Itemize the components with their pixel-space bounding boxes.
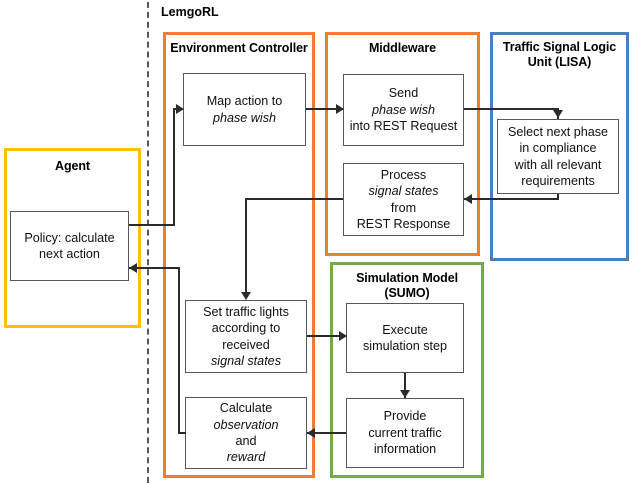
box-set-lights-line4: signal states	[210, 353, 281, 368]
box-policy-line1: Policy: calculate	[24, 230, 115, 245]
box-calculate-line2-tail: and	[235, 434, 257, 448]
arrow-into-set-traffic-lights	[241, 292, 251, 300]
arrow-into-send	[336, 104, 344, 114]
group-lisa-title-line1: Traffic Signal	[502, 40, 580, 54]
connector-calculate-to-policy-h2	[129, 267, 179, 269]
box-send-phase-wish-into-rest-request[interactable]: Send phase wish into REST Request	[343, 74, 464, 146]
box-execute-line1: Execute	[382, 322, 428, 337]
box-select-line4: requirements	[521, 173, 595, 188]
box-send-line1: Send	[388, 86, 419, 101]
box-select-line2: in compliance	[519, 141, 597, 156]
connector-send-to-select-h	[464, 108, 559, 110]
connector-execute-to-provide	[404, 373, 406, 398]
connector-calculate-to-policy-h1	[178, 432, 186, 434]
arrow-into-provide	[400, 390, 410, 398]
group-agent: Agent	[4, 148, 141, 328]
group-environment-controller: Environment Controller	[163, 32, 315, 478]
group-lisa-title: Traffic Signal Logic Unit (LISA)	[493, 40, 626, 71]
box-process-line3: REST Response	[356, 216, 451, 231]
box-provide-line3: information	[373, 442, 437, 457]
connector-setlights-to-execute	[307, 335, 346, 337]
box-map-action-line2: phase wish	[212, 110, 276, 125]
connector-select-to-process-h	[464, 198, 558, 200]
arrow-into-map-action	[176, 104, 184, 114]
box-map-action-line1: Map action to	[206, 94, 283, 109]
connector-policy-to-map-segment-h1	[129, 224, 175, 226]
box-set-lights-line3: received	[222, 337, 270, 352]
group-agent-title: Agent	[55, 159, 90, 173]
box-execute-line2: simulation step	[363, 339, 447, 353]
connector-provide-to-calculate	[307, 432, 346, 434]
box-select-line1: Select next phase	[507, 124, 609, 139]
arrow-into-execute	[339, 331, 347, 341]
arrow-into-calculate	[307, 428, 315, 438]
connector-select-to-process-v	[557, 194, 559, 200]
arrow-into-select	[553, 110, 563, 118]
box-map-action-to-phase-wish[interactable]: Map action to phase wish	[183, 73, 306, 146]
box-select-line3: with all relevant	[514, 157, 602, 172]
lemgorl-boundary-label: LemgoRL	[161, 5, 219, 19]
box-policy-calculate-next-action[interactable]: Policy: calculate next action	[10, 211, 129, 281]
box-send-line3: into REST Request	[349, 119, 458, 134]
box-process-line2-italic: signal states	[368, 184, 439, 199]
group-traffic-signal-logic-unit: Traffic Signal Logic Unit (LISA)	[490, 32, 629, 261]
group-middleware-title: Middleware	[368, 41, 437, 55]
group-sumo-title-line2: (SUMO)	[384, 286, 430, 301]
box-set-lights-line1: Set traffic lights	[203, 304, 289, 319]
box-set-lights-line2: according to	[211, 321, 281, 336]
box-process-signal-states-from-rest-response[interactable]: Process signal states from REST Response	[343, 163, 464, 236]
connector-process-to-setlights-v	[245, 198, 247, 296]
box-execute-simulation-step[interactable]: Execute simulation step	[346, 303, 464, 373]
group-simulation-model: Simulation Model (SUMO)	[330, 262, 484, 478]
group-environment-controller-title: Environment Controller	[170, 41, 308, 55]
box-calculate-line1: Calculate	[219, 401, 273, 416]
box-calculate-line2-italic: observation	[213, 417, 279, 432]
box-send-line2: phase wish	[371, 102, 435, 117]
box-provide-line2: current traffic	[368, 425, 442, 440]
box-select-next-phase[interactable]: Select next phase in compliance with all…	[497, 119, 619, 194]
group-lisa-title-line2: Logic Unit (LISA)	[527, 40, 617, 70]
connector-process-to-setlights-h	[245, 198, 343, 200]
connector-map-to-send	[306, 108, 343, 110]
connector-calculate-to-policy-v	[178, 267, 180, 433]
group-middleware: Middleware	[325, 32, 480, 256]
connector-policy-to-map-segment-v	[173, 108, 175, 225]
arrow-into-policy	[129, 263, 137, 273]
box-policy-line2: next action	[39, 247, 100, 261]
system-boundary-dashed-line	[147, 2, 149, 483]
box-process-line1: Process	[380, 167, 427, 182]
arrow-into-process	[464, 194, 472, 204]
box-calculate-line3: reward	[226, 450, 266, 465]
group-sumo-title-line1: Simulation Model	[356, 271, 458, 285]
box-calculate-observation-and-reward[interactable]: Calculate observation and reward	[185, 397, 307, 469]
box-process-line2-tail: from	[390, 200, 417, 215]
box-provide-line1: Provide	[383, 409, 427, 424]
box-provide-current-traffic-information[interactable]: Provide current traffic information	[346, 398, 464, 468]
group-sumo-title: Simulation Model (SUMO)	[333, 271, 481, 302]
box-set-traffic-lights[interactable]: Set traffic lights according to received…	[185, 300, 307, 373]
